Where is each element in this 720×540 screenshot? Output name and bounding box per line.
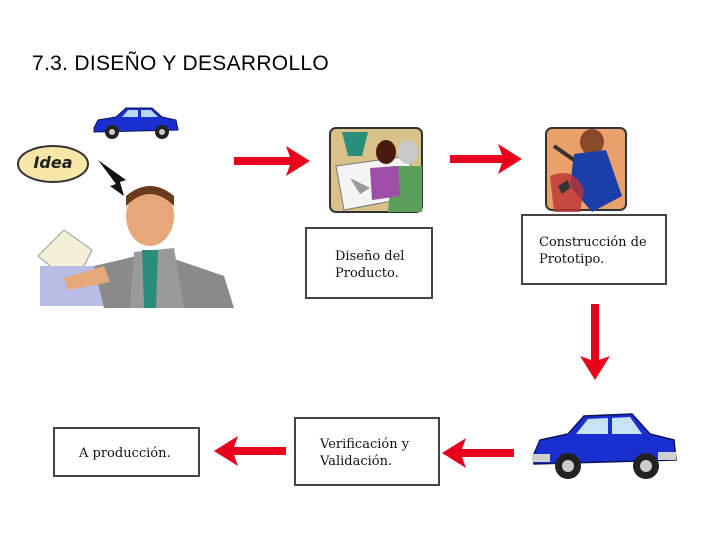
- idea-bubble: Idea: [16, 144, 90, 184]
- step-verification-line-1: Verificación y: [320, 437, 410, 452]
- step-verification-box: Verificación y Validación.: [294, 417, 440, 486]
- step-prototype-line-1: Construcción de: [539, 235, 647, 250]
- step-prototype-line-2: Prototipo.: [539, 252, 605, 267]
- idea-pointer-icon: [98, 160, 126, 196]
- step-production-line-1: A producción.: [79, 446, 171, 461]
- arrow-left-2: [214, 436, 286, 466]
- car-icon: [93, 107, 179, 139]
- page-title: 7.3. DISEÑO Y DESARROLLO: [32, 52, 330, 75]
- businessman-icon: [37, 186, 234, 308]
- arrow-left-1: [442, 438, 514, 468]
- arrow-right-1: [234, 146, 310, 176]
- mechanic-icon: [545, 127, 627, 212]
- designers-icon: [329, 127, 423, 213]
- step-verification-line-2: Validación.: [320, 454, 393, 469]
- step-design-box: Diseño del Producto.: [305, 227, 433, 299]
- idea-label: Idea: [33, 153, 73, 172]
- step-design-line-2: Producto.: [335, 266, 399, 281]
- step-production-box: A producción.: [53, 427, 200, 477]
- arrow-down: [580, 304, 610, 380]
- arrow-right-2: [450, 144, 522, 174]
- blue-car-icon: [532, 413, 677, 479]
- step-design-line-1: Diseño del: [335, 249, 405, 264]
- step-prototype-box: Construcción de Prototipo.: [521, 214, 667, 285]
